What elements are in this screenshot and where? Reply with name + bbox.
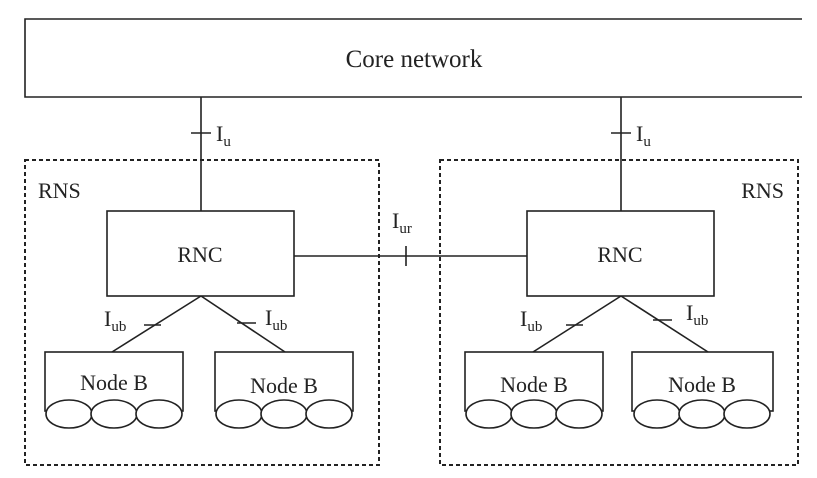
node-b-label: Node B [500, 372, 568, 397]
antenna-cell [633, 399, 681, 429]
antenna-cell [555, 399, 603, 429]
antenna-cell [135, 399, 183, 429]
rns-right-boundary [439, 159, 799, 466]
node-b-left-2: Node B [214, 351, 354, 429]
core-network-block: Core network [24, 18, 802, 98]
core-network-box [24, 18, 802, 98]
node-b-left-1: Node B [44, 351, 184, 429]
node-b-label: Node B [80, 370, 148, 395]
rns-left: RNS Iu RNC Iub Iub Node B Node B [24, 97, 380, 466]
iur-link-group: Iur [294, 208, 527, 266]
iub-label-left-2: Iub [265, 305, 287, 334]
iu-label-right: Iu [636, 121, 651, 150]
antenna-cell [90, 399, 138, 429]
antenna-cell [215, 399, 263, 429]
iub-link-left-2 [200, 295, 286, 353]
iu-label-left: Iu [216, 121, 231, 150]
rnc-right-label: RNC [597, 242, 642, 267]
core-network-label: Core network [346, 46, 483, 73]
node-b-label: Node B [250, 373, 318, 398]
rns-right: RNS Iu RNC Iub Iub Node B Node B [439, 97, 799, 466]
antenna-cell [260, 399, 308, 429]
node-b-right-1: Node B [464, 351, 604, 429]
antenna-cell [510, 399, 558, 429]
iur-label: Iur [392, 208, 412, 237]
rns-left-boundary [24, 159, 380, 466]
antenna-cell [305, 399, 353, 429]
iub-label-left-1: Iub [104, 306, 126, 335]
rns-left-label: RNS [38, 178, 81, 203]
node-b-label: Node B [668, 372, 736, 397]
antenna-cell [723, 399, 771, 429]
iub-link-right-1 [532, 295, 622, 353]
antenna-cell [465, 399, 513, 429]
iub-label-right-2: Iub [686, 300, 708, 329]
antenna-cell [678, 399, 726, 429]
antenna-cell [45, 399, 93, 429]
iub-link-right-2 [620, 295, 709, 353]
iub-label-right-1: Iub [520, 306, 542, 335]
rns-right-label: RNS [741, 178, 784, 203]
rnc-left-label: RNC [177, 242, 222, 267]
node-b-right-2: Node B [631, 351, 774, 429]
iub-link-left-1 [111, 295, 202, 353]
